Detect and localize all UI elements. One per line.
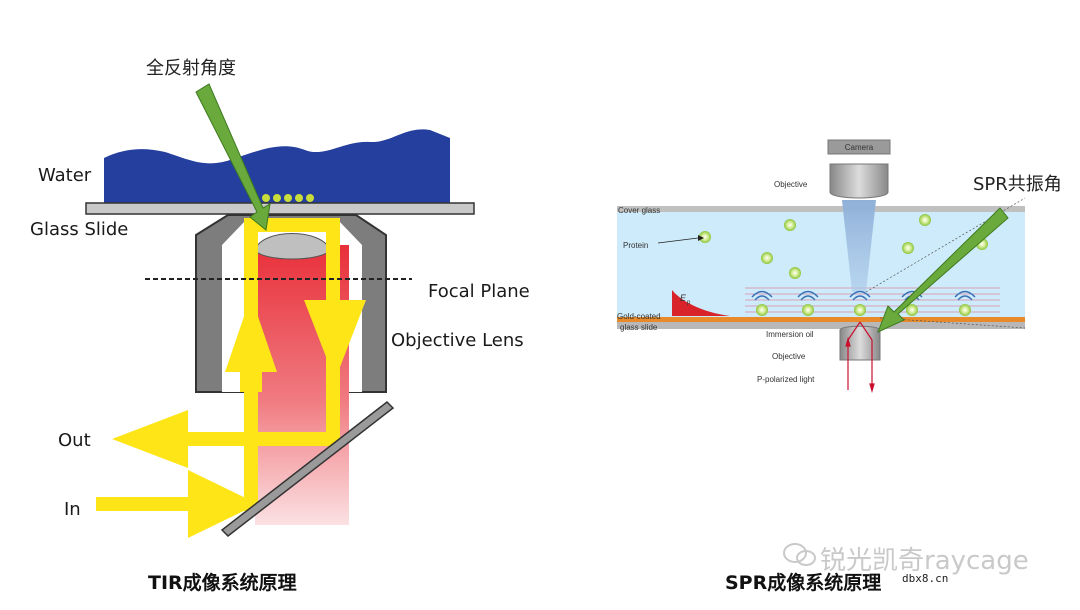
label-objective-bottom: Objective (772, 352, 806, 361)
resonance-waves (751, 290, 976, 301)
spr-callout-label: SPR共振角 (973, 174, 1062, 195)
label-objective-lens: Objective Lens (391, 330, 524, 351)
wechat-icon (783, 543, 816, 566)
label-camera: Camera (845, 143, 874, 152)
protein-pointer (657, 237, 699, 244)
spr-callout-arrow (877, 207, 1009, 333)
out-arrow (112, 410, 340, 468)
label-glass-slide-spr: glass slide (620, 323, 658, 332)
tir-diagram: Water Glass Slide Focal Plane Objective … (30, 83, 530, 538)
camera-body (827, 139, 891, 155)
glass-slide (85, 202, 475, 215)
label-cover-glass: Cover glass (618, 206, 660, 215)
objective-bottom (839, 325, 881, 361)
label-in: In (64, 499, 81, 520)
label-ep-sub: p (687, 300, 691, 306)
label-focal-plane: Focal Plane (428, 281, 530, 302)
protein-beads (699, 214, 988, 316)
spr-imaging-beam (842, 200, 876, 292)
watermark-text: 锐光凯奇raycage (820, 546, 1029, 576)
label-protein: Protein (623, 241, 648, 250)
yellow-beam-down (300, 218, 366, 443)
tir-callout-arrow (195, 83, 271, 231)
label-objective-top: Objective (774, 180, 808, 189)
in-arrow (96, 440, 258, 538)
cover-glass (617, 206, 1025, 212)
label-gold-coated: Gold-coated (617, 312, 661, 321)
label-out: Out (58, 430, 91, 451)
sample-beads (262, 194, 314, 202)
tir-callout-label: 全反射角度 (146, 58, 236, 79)
watermark-site: dbx8.cn (900, 572, 951, 585)
label-water: Water (38, 165, 92, 186)
label-glass-slide: Glass Slide (30, 219, 128, 240)
label-immersion-oil: Immersion oil (766, 330, 814, 339)
ep-field-wedge (672, 290, 730, 316)
gold-layer (617, 317, 1025, 322)
p-polarized-rays (845, 321, 875, 394)
dichroic-mirror (220, 401, 395, 537)
tir-caption: TIR成像系统原理 (148, 572, 297, 594)
water-region (104, 129, 450, 204)
spr-diagram: Camera Objective Cover glass Protein Gol… (617, 139, 1026, 394)
label-ep: E (680, 293, 687, 303)
objective-top (829, 163, 889, 199)
label-p-polarized: P-polarized light (757, 375, 815, 384)
glass-slide-spr (617, 322, 1025, 329)
spr-caption: SPR成像系统原理 (725, 572, 882, 594)
